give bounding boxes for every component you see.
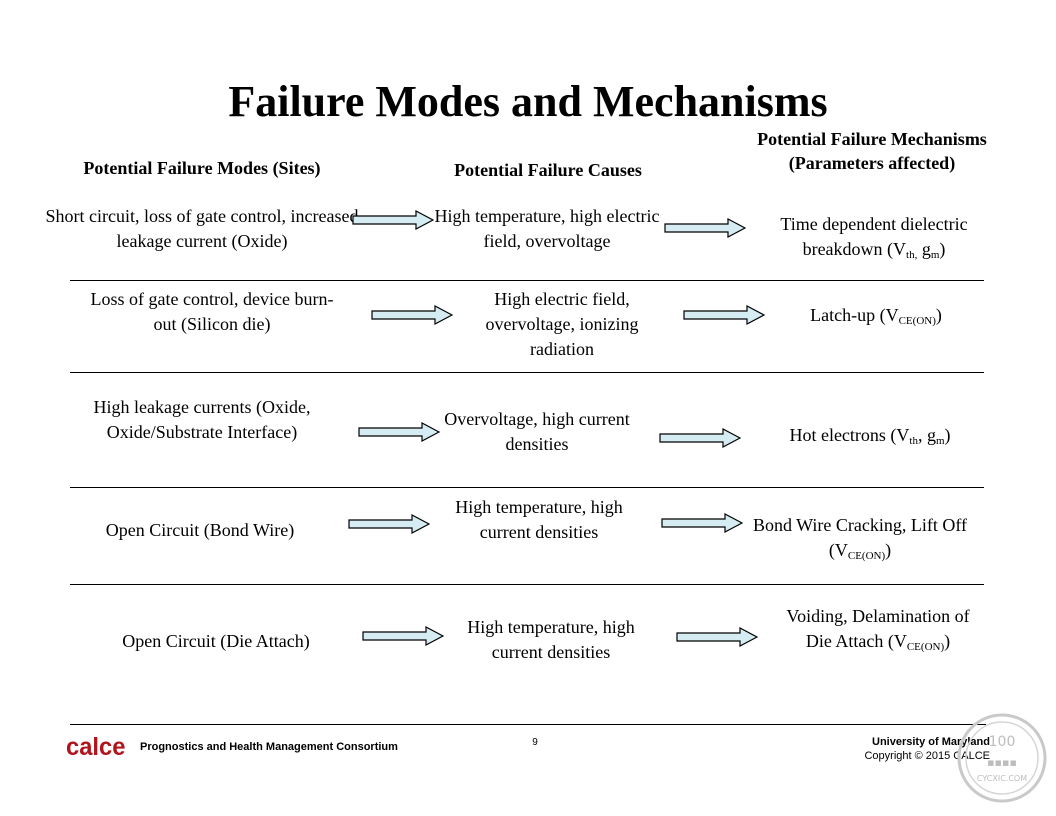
right-arrow-icon bbox=[352, 210, 434, 230]
watermark-stamp-icon: 100 ▪▪▪▪ CYCXIC.COM bbox=[957, 713, 1047, 803]
header-failure-causes: Potential Failure Causes bbox=[454, 160, 642, 180]
row-divider bbox=[70, 372, 984, 373]
row5-mechanism: Voiding, Delamination of Die Attach (VCE… bbox=[786, 606, 970, 653]
row5-cause: High temperature, high current densities bbox=[467, 617, 635, 662]
right-arrow-icon bbox=[358, 422, 440, 442]
right-arrow-icon bbox=[683, 305, 765, 325]
svg-text:▪▪▪▪: ▪▪▪▪ bbox=[987, 756, 1017, 769]
row4-cause: High temperature, high current densities bbox=[455, 497, 623, 542]
row3-mode: High leakage currents (Oxide, Oxide/Subs… bbox=[93, 397, 311, 442]
row1-cause: High temperature, high electric field, o… bbox=[434, 206, 660, 251]
row2-mode: Loss of gate control, device burn-out (S… bbox=[90, 289, 334, 334]
svg-text:100: 100 bbox=[989, 734, 1016, 750]
row-divider bbox=[70, 487, 984, 488]
row4-mechanism: Bond Wire Cracking, Lift Off (VCE(ON)) bbox=[752, 515, 968, 562]
row3-mechanism: Hot electrons (Vth, gm) bbox=[789, 425, 951, 447]
right-arrow-icon bbox=[664, 218, 746, 238]
row3-cause: Overvoltage, high current densities bbox=[444, 409, 630, 454]
footer-divider bbox=[70, 724, 986, 725]
svg-text:CYCXIC.COM: CYCXIC.COM bbox=[977, 774, 1027, 783]
row2-mechanism: Latch-up (VCE(ON)) bbox=[810, 305, 942, 327]
row2-cause: High electric field, overvoltage, ionizi… bbox=[485, 289, 639, 359]
right-arrow-icon bbox=[348, 514, 430, 534]
right-arrow-icon bbox=[659, 428, 741, 448]
row5-mode: Open Circuit (Die Attach) bbox=[122, 631, 310, 651]
row-divider bbox=[70, 280, 984, 281]
row-divider bbox=[70, 584, 984, 585]
right-arrow-icon bbox=[371, 305, 453, 325]
page-number: 9 bbox=[532, 737, 538, 748]
row1-mode: Short circuit, loss of gate control, inc… bbox=[45, 206, 359, 251]
right-arrow-icon bbox=[362, 626, 444, 646]
page-title: Failure Modes and Mechanisms bbox=[228, 77, 828, 126]
calce-logo: calce bbox=[66, 733, 126, 761]
right-arrow-icon bbox=[661, 513, 743, 533]
consortium-name: Prognostics and Health Management Consor… bbox=[140, 741, 398, 753]
header-failure-mechanisms: Potential Failure Mechanisms (Parameters… bbox=[757, 129, 987, 173]
row1-mechanism: Time dependent dielectric breakdown (Vth… bbox=[780, 214, 968, 261]
header-failure-modes: Potential Failure Modes (Sites) bbox=[83, 158, 321, 178]
row4-mode: Open Circuit (Bond Wire) bbox=[105, 520, 295, 540]
right-arrow-icon bbox=[676, 627, 758, 647]
